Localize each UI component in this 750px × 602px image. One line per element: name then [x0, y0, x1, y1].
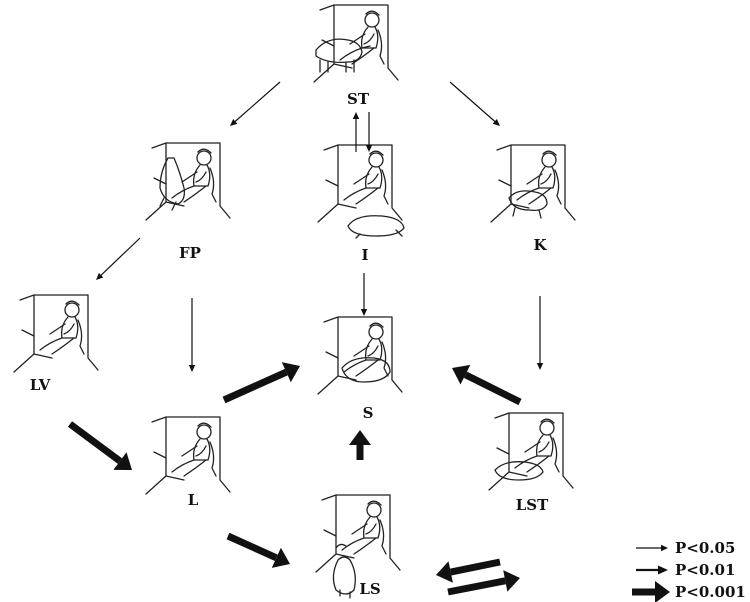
legend-arrow-thin [636, 544, 668, 552]
node-st: ST [313, 4, 399, 108]
node-label-i: I [361, 246, 368, 264]
legend-item: P<0.01 [636, 561, 735, 579]
pig-standing-pig [315, 38, 371, 73]
arrow-layer [67, 81, 544, 596]
person-in-pen-illustration [145, 142, 231, 221]
node-label-fp: FP [179, 244, 201, 262]
arrow-l-to-ls [226, 532, 290, 568]
node-lst: LST [488, 412, 574, 514]
pig-pig-lying [494, 461, 544, 481]
node-fp: FP [145, 142, 231, 262]
node-lv: LV [13, 294, 99, 394]
node-i: I [317, 144, 405, 264]
node-s: S [317, 316, 403, 422]
legend-item: P<0.001 [632, 581, 746, 602]
node-layer: ST FP I K LV S L LST LS [13, 4, 576, 599]
person-in-pen-illustration [145, 416, 231, 495]
legend-arrow-thick [632, 581, 670, 602]
pig-pig-sitting [332, 543, 356, 599]
arrow-st-to-i [352, 112, 360, 152]
node-label-st: ST [347, 90, 370, 108]
pig-pig-in-lap [341, 357, 391, 383]
node-ls: LS [315, 494, 401, 599]
node-label-ls: LS [359, 580, 380, 598]
legend-label: P<0.05 [675, 539, 735, 557]
arrow-lst-to-s [452, 364, 522, 406]
node-label-l: L [188, 491, 199, 509]
pig-pig-kneeling [508, 190, 548, 219]
node-label-k: K [533, 236, 547, 254]
arrow-fp-to-l [188, 298, 196, 372]
arrow-st-to-fp [230, 81, 281, 126]
arrow-ls-to-s [349, 430, 371, 460]
person-in-pen-illustration [315, 494, 401, 573]
node-k: K [490, 144, 576, 254]
arrow-lv-to-l [67, 421, 132, 470]
arrow-fp-to-lv [96, 237, 141, 280]
pig-pig-on-wall [159, 157, 186, 211]
node-label-lv: LV [30, 376, 51, 394]
arrow-ls-to-lst [447, 570, 520, 596]
pig-pig-lying-front [347, 215, 405, 239]
arrow-st-to-k [449, 81, 500, 126]
arrow-l-to-s [222, 362, 300, 404]
legend-label: P<0.01 [675, 561, 735, 579]
person-in-pen-illustration [13, 294, 99, 373]
node-label-s: S [363, 404, 374, 422]
legend-label: P<0.001 [675, 583, 746, 601]
arrow-lst-to-ls [436, 558, 501, 583]
node-label-lst: LST [516, 496, 549, 514]
legend-arrow-medium [636, 565, 668, 575]
arrow-k-to-lst [536, 296, 544, 370]
node-l: L [145, 416, 231, 509]
legend-item: P<0.05 [636, 539, 735, 557]
arrow-i-to-st [365, 112, 373, 152]
arrow-i-to-s [360, 273, 368, 316]
person-in-pen-illustration [317, 144, 403, 223]
legend: P<0.05P<0.01P<0.001 [632, 539, 746, 602]
